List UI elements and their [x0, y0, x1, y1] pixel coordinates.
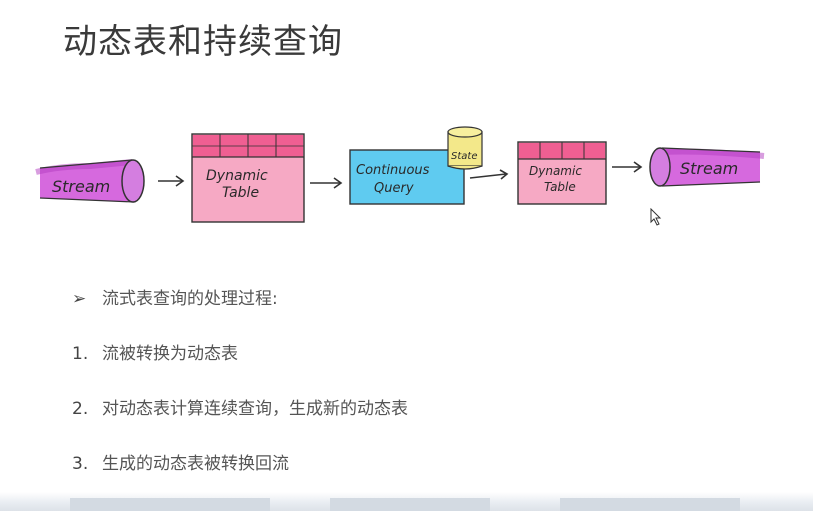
bullet-heading-text: 流式表查询的处理过程:: [102, 289, 278, 309]
dynamic-table-2-line1: Dynamic: [529, 164, 582, 178]
step-text: 流被转换为动态表: [102, 344, 238, 364]
stream-output-tube: Stream: [649, 147, 765, 187]
dynamic-table-1: Dynamic Table: [191, 133, 305, 223]
list-item-step-2: 2. 对动态表计算连续查询，生成新的动态表: [72, 394, 408, 419]
dynamic-table-1-line1: Dynamic: [206, 168, 268, 184]
arrow-bullet-icon: ➢: [72, 289, 87, 309]
dynamic-table-2: Dynamic Table: [517, 141, 607, 205]
step-number: 3.: [72, 454, 89, 474]
state-label: State: [451, 151, 477, 162]
state-cylinder: State: [447, 126, 483, 170]
step-number: 1.: [72, 344, 89, 364]
slide-title: 动态表和持续查询: [63, 22, 343, 62]
mouse-cursor-icon: [650, 208, 662, 226]
list-item-step-1: 1. 流被转换为动态表: [72, 339, 238, 364]
bullet-heading: ➢ 流式表查询的处理过程:: [72, 284, 278, 309]
arrow-stream-to-table: [158, 175, 185, 187]
stream-input-label: Stream: [52, 177, 110, 196]
flink-dynamic-table-diagram: Stream Dynamic Table Continuous Query St…: [35, 126, 765, 223]
dynamic-table-1-line2: Table: [222, 185, 259, 201]
continuous-query-line2: Query: [374, 181, 414, 196]
arrow-query-to-table: [469, 169, 509, 180]
arrow-table-to-query: [310, 177, 343, 189]
list-item-step-3: 3. 生成的动态表被转换回流: [72, 449, 289, 474]
continuous-query-line1: Continuous: [356, 163, 430, 178]
step-number: 2.: [72, 399, 89, 419]
arrow-table-to-stream: [612, 161, 643, 173]
step-text: 对动态表计算连续查询，生成新的动态表: [102, 399, 408, 419]
step-text: 生成的动态表被转换回流: [102, 454, 289, 474]
continuous-query-box: Continuous Query: [349, 149, 465, 205]
bottom-taskbar-blur: [0, 492, 813, 511]
stream-output-label: Stream: [680, 159, 738, 178]
dynamic-table-2-line2: Table: [544, 180, 576, 194]
stream-input-tube: Stream: [35, 159, 145, 203]
